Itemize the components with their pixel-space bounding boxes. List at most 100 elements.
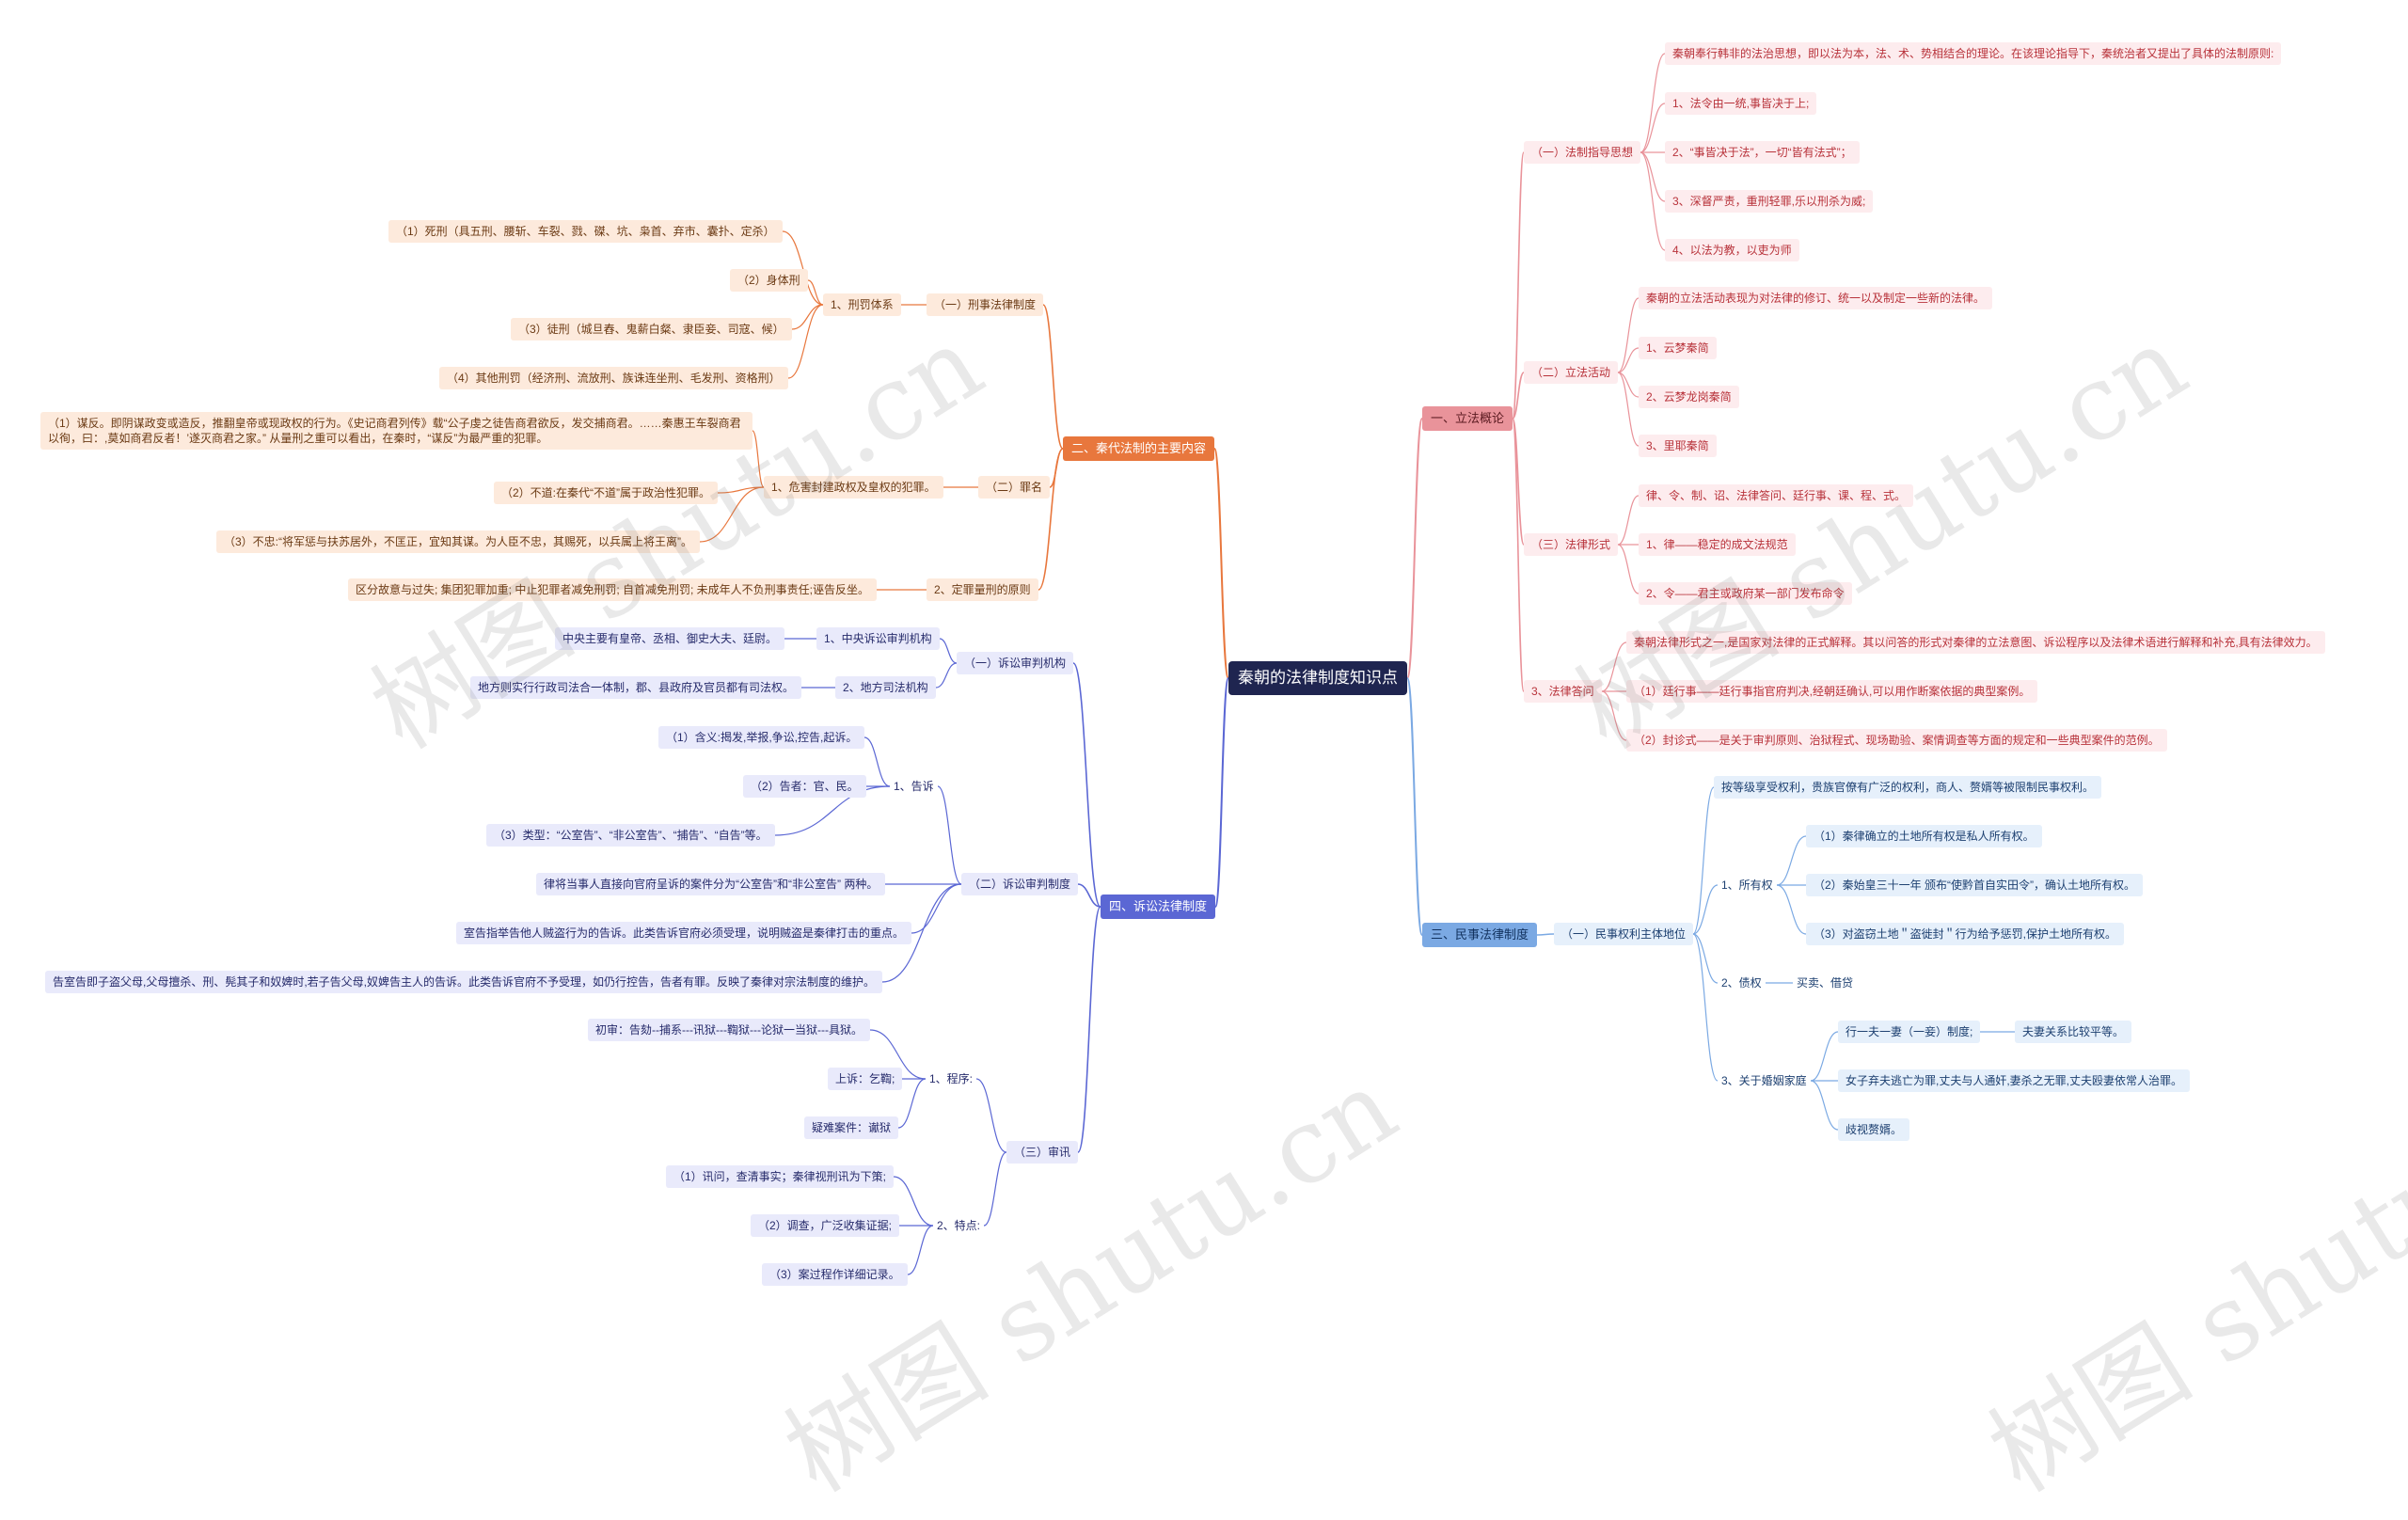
b2-sentencing-item[interactable]: 区分故意与过失; 集团犯罪加重; 中止犯罪者减免刑罚; 自首减免刑罚; 未成年人… (348, 578, 878, 601)
b1-qa-item-2[interactable]: （2）封诊式——是关于审判原则、治狱程式、现场勘验、案情调查等方面的规定和一些典… (1626, 729, 2167, 752)
b3-ownership-item-1[interactable]: （2）秦始皇三十一年 颁布“使黔首自实田令”，确认土地所有权。 (1806, 874, 2144, 896)
b1-legislation-activity[interactable]: （二）立法活动 (1524, 361, 1619, 384)
connector-b3-ownership (1692, 884, 1719, 935)
connector-b2-penalty-item-1 (807, 279, 824, 306)
b3-civil-subject[interactable]: （一）民事权利主体地位 (1554, 923, 1694, 945)
b2-penalty-item-3[interactable]: （4）其他刑罚（经济刑、流放刑、族诛连坐刑、毛发刑、资格刑） (439, 367, 788, 389)
connector-b1-guiding-item-0 (1640, 53, 1666, 153)
connector-b1-qa-item-2 (1601, 690, 1627, 741)
b2-penalty-item-0[interactable]: （1）死刑（具五刑、腰斩、车裂、戮、磔、坑、枭首、弃市、囊扑、定杀） (388, 220, 783, 243)
b4-sue[interactable]: 1、告诉 (894, 780, 934, 793)
connector-b2-penalty-item-2 (791, 304, 824, 330)
b3-ownership-item-2[interactable]: （3）对盗窃土地＂盗徙封＂行为给予惩罚,保护土地所有权。 (1806, 923, 2125, 945)
b4-features-item-1[interactable]: （2）调查，广泛收集证据; (751, 1214, 900, 1237)
b1-guiding-item-1[interactable]: 1、法令由一统,事皆决于上; (1665, 92, 1817, 115)
b1-guiding-item-4[interactable]: 4、以法为教，以吏为师 (1665, 239, 1799, 261)
b2-crimes-sub[interactable]: 1、危害封建政权及皇权的犯罪。 (764, 476, 943, 499)
b1-legal-qa[interactable]: 3、法律答问 (1524, 680, 1602, 703)
b4-local-courts[interactable]: 2、地方司法机构 (835, 676, 936, 699)
connector-b4-features-item-2 (907, 1225, 934, 1275)
b4-trial-process[interactable]: 1、程序: (929, 1072, 974, 1085)
connector-b1-activity-item-1 (1617, 347, 1640, 373)
connector-b3-ownership-item-2 (1776, 884, 1807, 935)
b1-forms-item-2[interactable]: 2、令——君主或政府某一部门发布命令 (1639, 582, 1852, 605)
b2-penalty-item-2[interactable]: （3）徒刑（城旦舂、鬼薪白粲、隶臣妾、司寇、候） (511, 318, 792, 340)
b3-debt-item[interactable]: 买卖、借贷 (1797, 976, 1854, 990)
connector-b3-civil-subject (1536, 933, 1555, 936)
b3-debt[interactable]: 2、债权 (1721, 976, 1762, 990)
b1-forms-item-0[interactable]: 律、令、制、诏、法律答问、廷行事、课、程、式。 (1639, 484, 1914, 507)
root-topic[interactable]: 秦朝的法律制度知识点 (1228, 661, 1407, 695)
connector-b1-forms-item-2 (1617, 544, 1640, 594)
b1-activity-item-0[interactable]: 秦朝的立法活动表现为对法律的修订、统一以及制定一些新的法律。 (1639, 287, 1993, 309)
b3-ownership-item-0[interactable]: （1）秦律确立的土地所有权是私人所有权。 (1806, 825, 2042, 847)
b4-central-item[interactable]: 中央主要有皇帝、丞相、御史大夫、廷尉。 (555, 627, 785, 650)
connector-b2-crimes-item-0 (752, 430, 765, 488)
b4-process-item-0[interactable]: 初审：告劾--捕系---讯狱---鞫狱---论狱一当狱---具狱。 (588, 1019, 870, 1041)
branch-main-content[interactable]: 二、秦代法制的主要内容 (1063, 436, 1215, 461)
branch-civil-law[interactable]: 三、民事法律制度 (1422, 923, 1538, 947)
b2-crimes-item-1[interactable]: （2）不道:在秦代“不道”属于政治性犯罪。 (494, 482, 719, 504)
connector-b1-activity-item-3 (1617, 372, 1640, 447)
connector-b4-process-item-0 (869, 1029, 927, 1080)
b1-activity-item-2[interactable]: 2、云梦龙岗秦简 (1639, 386, 1739, 408)
connector-b4-sue (937, 785, 962, 885)
b3-marriage[interactable]: 3、关于婚姻家庭 (1721, 1074, 1807, 1087)
b3-marriage-item-1[interactable]: 女子弃夫逃亡为罪,丈夫与人通奸,妻杀之无罪,丈夫殴妻依常人治罪。 (1838, 1069, 2191, 1092)
b4-features-item-2[interactable]: （3）案过程作详细记录。 (762, 1263, 908, 1286)
b1-guiding-item-2[interactable]: 2、“事皆决于法”，一切“皆有法式”； (1665, 141, 1860, 164)
b4-sue-item-0[interactable]: （1）含义:揭发,举报,争讼,控告,起诉。 (658, 726, 865, 749)
b4-process-item-2[interactable]: 疑难案件：谳狱 (804, 1116, 899, 1139)
b1-guiding-thought[interactable]: （一）法制指导思想 (1524, 141, 1641, 164)
connector-b2-crimes-item-2 (699, 486, 765, 543)
b3-marriage-item-2[interactable]: 歧视赘婿。 (1838, 1118, 1910, 1141)
b4-central-courts[interactable]: 1、中央诉讼审判机构 (816, 627, 940, 650)
b1-qa-item-1[interactable]: （1）廷行事——廷行事指官府判决,经朝廷确认,可以用作断案依据的典型案例。 (1626, 680, 2038, 703)
b4-procedure[interactable]: （二）诉讼审判制度 (961, 873, 1079, 895)
connector-b2-penalty-item-3 (787, 304, 824, 379)
b3-intro[interactable]: 按等级享受权利，贵族官僚有广泛的权利，商人、赘婿等被限制民事权利。 (1714, 776, 2102, 799)
b2-crimes-item-2[interactable]: （3）不忠:“将军惩与扶苏居外，不匡正，宜知其谋。为人臣不忠，其赐死，以兵属上将… (216, 530, 701, 553)
b4-courts[interactable]: （一）诉讼审判机构 (957, 652, 1074, 674)
b4-procedure-item-1[interactable]: 室告指举告他人贼盗行为的告诉。此类告诉官府必须受理，说明贼盗是秦律打击的重点。 (456, 922, 912, 944)
b1-activity-item-1[interactable]: 1、云梦秦简 (1639, 337, 1717, 359)
b4-procedure-item-2[interactable]: 告室告即子盗父母,父母擅杀、刑、髡其子和奴婢时,若子告父母,奴婢告主人的告诉。此… (45, 971, 883, 993)
b1-guiding-item-3[interactable]: 3、深督严责，重刑轻罪,乐以刑杀为威; (1665, 190, 1874, 213)
b2-criminal-law[interactable]: （一）刑事法律制度 (927, 293, 1044, 316)
b1-legal-forms[interactable]: （三）法律形式 (1524, 533, 1619, 556)
branch-legislation[interactable]: 一、立法概论 (1422, 406, 1513, 431)
b4-trial-features[interactable]: 2、特点: (937, 1219, 981, 1232)
b2-sentencing-principle[interactable]: 2、定罪量刑的原则 (927, 578, 1038, 601)
b2-crimes[interactable]: （二）罪名 (978, 476, 1051, 499)
b4-local-item[interactable]: 地方则实行行政司法合一体制，郡、县政府及官员都有司法权。 (470, 676, 802, 699)
connector-b4-courts (1072, 662, 1101, 908)
connector-branch-litigation (1214, 677, 1229, 908)
connector-b2-penalty-item-0 (782, 230, 824, 306)
connector-b3-ownership-item-0 (1776, 835, 1807, 886)
connector-b4-trial-process (975, 1078, 1007, 1153)
b4-procedure-item-0[interactable]: 律将当事人直接向官府呈诉的案件分为“公室告”和“非公室告” 两种。 (536, 873, 886, 895)
b3-marriage-item-0[interactable]: 行一夫一妻（一妾）制度; (1838, 1021, 1981, 1043)
connector-b4-procedure-item-2 (881, 883, 962, 983)
connector-b1-forms-item-0 (1617, 495, 1640, 546)
b4-process-item-1[interactable]: 上诉：乞鞫; (828, 1068, 903, 1090)
branch-litigation[interactable]: 四、诉讼法律制度 (1101, 895, 1216, 919)
connector-b4-central-courts (939, 638, 958, 664)
connector-b3-debt (1692, 933, 1719, 984)
b4-sue-item-2[interactable]: （3）类型：“公室告”、“非公室告”、“捕告”、“自告”等。 (486, 824, 775, 847)
b1-qa-item-0[interactable]: 秦朝法律形式之一,是国家对法律的正式解释。其以问答的形式对秦律的立法意图、诉讼程… (1626, 631, 2325, 654)
b1-activity-item-3[interactable]: 3、里耶秦简 (1639, 435, 1717, 457)
b2-crimes-item-0[interactable]: （1）谋反。即阴谋政变或造反，推翻皇帝或现政权的行为。《史记商君列传》载“公子虔… (40, 412, 752, 450)
b4-features-item-0[interactable]: （1）讯问，查清事实；秦律视刑讯为下策; (666, 1165, 895, 1188)
b3-marriage-sub-item[interactable]: 夫妻关系比较平等。 (2015, 1021, 2132, 1043)
b4-sue-item-1[interactable]: （2）告者：官、民。 (743, 775, 866, 798)
connector-b4-sue-item-0 (863, 736, 891, 787)
b2-penalty-item-1[interactable]: （2）身体刑 (730, 269, 808, 292)
b1-guiding-item-0[interactable]: 秦朝奉行韩非的法治思想，即以法为本，法、术、势相结合的理论。在该理论指导下，秦统… (1665, 42, 2282, 65)
connector-b3-marriage-item-0 (1810, 1031, 1839, 1082)
b4-trial[interactable]: （三）审讯 (1006, 1141, 1079, 1164)
b3-ownership[interactable]: 1、所有权 (1721, 879, 1773, 892)
b1-forms-item-1[interactable]: 1、律——稳定的成文法规范 (1639, 533, 1796, 556)
b2-penalty-system[interactable]: 1、刑罚体系 (823, 293, 901, 316)
connector-b1-guiding-item-4 (1640, 151, 1666, 251)
